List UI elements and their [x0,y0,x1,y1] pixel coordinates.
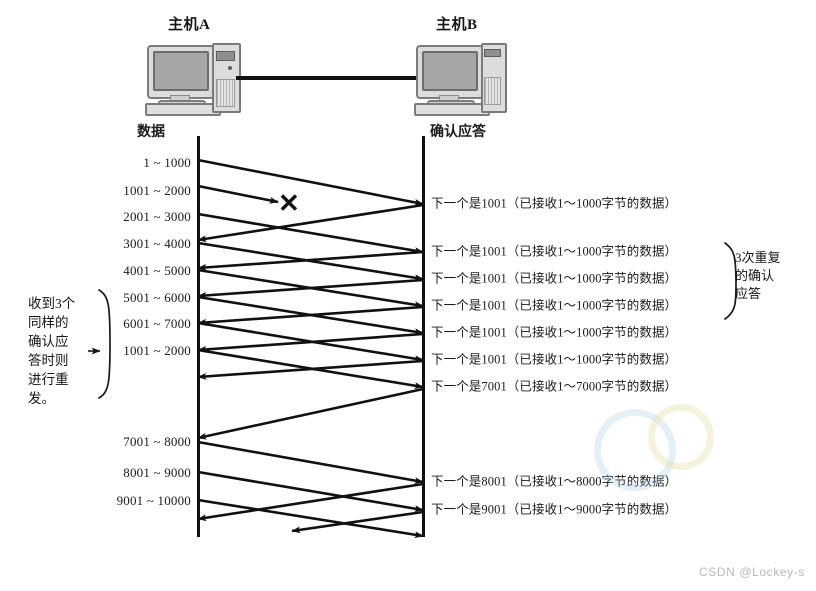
monitor-screen [153,51,209,91]
sequence-label: 8001 ~ 9000 [123,465,191,480]
sequence-label: 9001 ~ 10000 [116,493,191,508]
sequence-label: 4001 ~ 5000 [123,263,191,278]
ack-text: 下一个是1001（已接收1～1000字节的数据） [431,196,678,211]
ack-text: 下一个是1001（已接收1～1000字节的数据） [431,271,678,286]
sequence-label: 1001 ~ 2000 [123,343,191,358]
keyboard [145,103,221,116]
sequence-label: 6001 ~ 7000 [123,316,191,331]
tower-vents [484,77,501,105]
arrow-ack-2-down [197,250,424,271]
sequence-label: 1001 ~ 2000 [123,183,191,198]
floppy-drive-slot [216,51,235,61]
sequence-label: 7001 ~ 8000 [123,434,191,449]
arrow-ack-4-down [197,305,424,326]
arrow-data-7001-8000 [197,440,424,484]
arrow-data-1001-2000-lost [197,184,279,204]
note-three-duplicate-acks: 3次重复 的确认 应答 [735,250,781,301]
watermark-ring-yellow [648,404,714,470]
host-b-computer-icon [411,41,527,116]
monitor-screen [422,51,478,91]
ack-text: 下一个是1001（已接收1～1000字节的数据） [431,325,678,340]
arrow-ack-6-down [197,359,424,380]
ack-text: 下一个是1001（已接收1～1000字节的数据） [431,352,678,367]
arrow-data-3001-4000 [197,241,424,282]
ack-text: 下一个是1001（已接收1～1000字节的数据） [431,244,678,259]
arrow-data-4001-5000 [197,268,424,309]
packet-lost-x-icon: ✕ [278,188,300,218]
ack-text: 下一个是1001（已接收1～1000字节的数据） [431,298,678,313]
arrow-data-retransmit-1001-2000 [197,348,424,390]
arrow-data-6001-7000 [197,321,424,363]
ack-text: 下一个是7001（已接收1～7000字节的数据） [431,379,678,394]
tower-vents [216,79,235,107]
arrow-ack-1-down-1 [197,203,424,243]
floppy-drive-slot [484,49,501,57]
sequence-label: 3001 ~ 4000 [123,236,191,251]
arrow-data-9001-10000 [197,498,424,539]
power-button [228,66,232,70]
arrow-ack-3-down [197,278,424,299]
column-header-data: 数据 [137,125,165,140]
arrow-data-8001-9000 [197,470,424,513]
arrow-data-2001-3000 [197,212,424,255]
keyboard [414,103,490,116]
footer-watermark: CSDN @Lockey-s [699,565,805,579]
arrow-ack-9001-down [291,510,424,534]
arrow-ack-5-down [197,332,424,353]
timeline-host-b [422,136,425,537]
timeline-host-a [197,136,200,537]
note-three-duplicate-acks-trigger: 收到3个 同样的 确认应 答时则 进行重 发。 [28,296,76,406]
sequence-label: 2001 ~ 3000 [123,209,191,224]
ack-text: 下一个是9001（已接收1～9000字节的数据） [431,502,678,517]
network-link-wire [236,76,416,80]
arrow-ack-7001-down [197,387,424,440]
column-header-ack: 确认应答 [430,125,486,140]
arrow-data-1-1000 [197,158,424,206]
arrow-data-5001-6000 [197,295,424,336]
sequence-label: 1 ~ 1000 [143,155,191,170]
host-a-label: 主机A [168,17,211,33]
arrow-ack-8001-down [197,482,424,522]
sequence-label: 5001 ~ 6000 [123,290,191,305]
host-b-label: 主机B [436,17,478,33]
